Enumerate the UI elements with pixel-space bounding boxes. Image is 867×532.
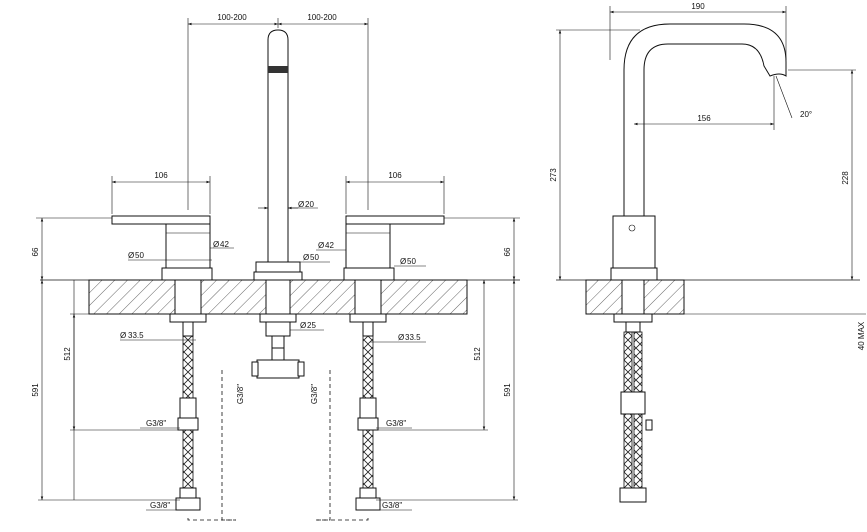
dim-base-dia-center: 50 xyxy=(310,253,319,262)
dim-total-len-left: 591 xyxy=(31,383,40,397)
dim-spread-left: 100-200 xyxy=(217,13,247,22)
right-nut xyxy=(349,313,387,323)
dim-body-dia-left: 42 xyxy=(220,240,229,249)
conn-bottom-left: G3/8" xyxy=(150,501,170,510)
dia-symbol-42-left: Ø xyxy=(213,240,219,249)
dim-shank-dia-right: 33.5 xyxy=(405,333,421,342)
left-valve-body xyxy=(165,223,211,269)
center-tee xyxy=(251,347,305,379)
dia-symbol-33-right: Ø xyxy=(398,333,404,342)
dim-angle: 20° xyxy=(800,110,812,119)
spout-base xyxy=(255,261,301,273)
side-set-screw xyxy=(628,224,636,232)
side-base xyxy=(610,267,658,281)
left-nut xyxy=(169,313,207,323)
dim-hose-len-left: 512 xyxy=(63,347,72,361)
conn-bottom-right: G3/8" xyxy=(382,501,402,510)
side-spout xyxy=(623,23,787,217)
right-hose xyxy=(355,321,381,511)
dia-symbol-42-center: Ø xyxy=(318,241,324,250)
conn-top-left: G3/8" xyxy=(146,419,166,428)
side-view: 190 156 20° 273 228 40 MAX xyxy=(549,2,866,503)
spout-aerator xyxy=(268,66,288,73)
dim-handle-left: 106 xyxy=(154,171,168,180)
dim-spread-right: 100-200 xyxy=(307,13,337,22)
dia-symbol-50-center: Ø xyxy=(303,253,309,262)
dim-shank-dia-left: 33.5 xyxy=(128,331,144,340)
right-valve-base xyxy=(343,267,395,281)
dim-reach-inner: 156 xyxy=(697,114,711,123)
dim-base-dia-right: 50 xyxy=(407,257,416,266)
dia-symbol-50-right: Ø xyxy=(400,257,406,266)
dim-hose-len-right: 512 xyxy=(473,347,482,361)
dim-total-len-right: 591 xyxy=(503,383,512,397)
dim-reach-top: 190 xyxy=(691,2,705,11)
center-shank xyxy=(265,279,291,315)
conn-top-right: G3/8" xyxy=(386,419,406,428)
dim-overall-height: 273 xyxy=(549,168,558,182)
dim-spout-height: 228 xyxy=(841,171,850,185)
dia-symbol-25: Ø xyxy=(300,321,306,330)
dia-symbol-spout: Ø xyxy=(298,200,304,209)
dim-handle-right: 106 xyxy=(388,171,402,180)
spout-tube xyxy=(267,29,289,263)
dim-height-left: 66 xyxy=(31,247,40,256)
dim-height-right: 66 xyxy=(503,247,512,256)
tee-label-left: G3/8" xyxy=(236,384,245,404)
dim-deck-max: 40 MAX xyxy=(857,321,866,350)
left-valve xyxy=(111,215,213,281)
front-view: 100-200 100-200 106 106 Ø 20 Ø 42 Ø 50 Ø… xyxy=(31,13,520,521)
left-valve-base xyxy=(161,267,213,281)
dim-body-dia-center: 42 xyxy=(325,241,334,250)
dim-spout-dia: 20 xyxy=(305,200,314,209)
left-shank xyxy=(174,279,202,315)
right-valve-body xyxy=(345,223,391,269)
dim-center-shank-dia: 25 xyxy=(307,321,316,330)
right-shank xyxy=(354,279,382,315)
center-nut xyxy=(259,313,297,323)
right-valve xyxy=(343,215,445,281)
center-spout xyxy=(253,29,303,281)
side-valve-body xyxy=(612,215,656,269)
tee-label-right: G3/8" xyxy=(310,384,319,404)
left-hose xyxy=(175,321,201,511)
dia-symbol-50-left: Ø xyxy=(128,251,134,260)
dim-base-dia-left: 50 xyxy=(135,251,144,260)
left-handle-lever xyxy=(111,215,211,225)
dia-symbol-33-left: Ø xyxy=(120,331,126,340)
right-handle-lever xyxy=(345,215,445,225)
